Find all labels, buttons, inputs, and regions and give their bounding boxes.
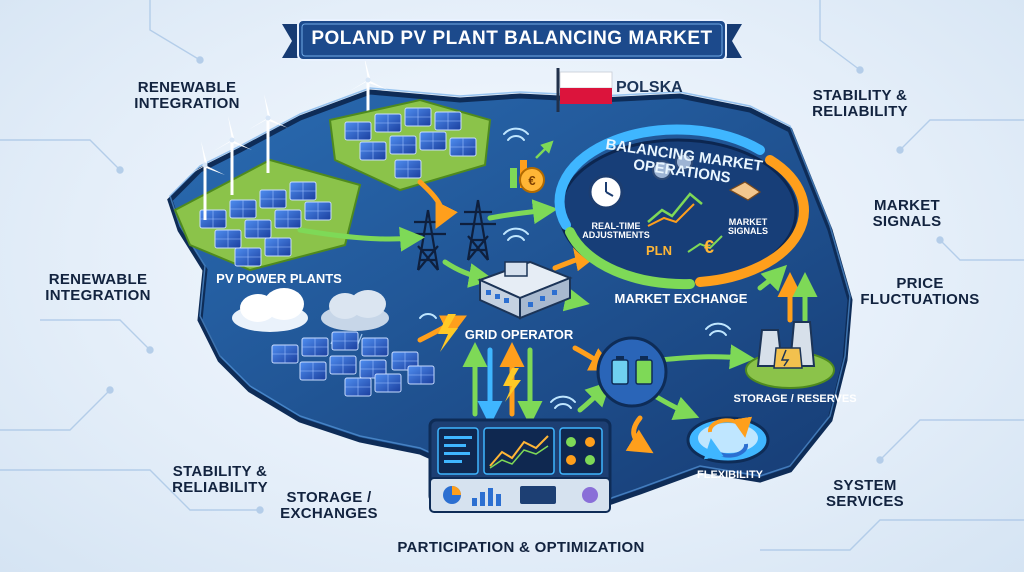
label-storage-reserves: STORAGE / RESERVES — [733, 393, 857, 405]
svg-text:€: € — [528, 173, 535, 188]
grid-operator-building — [477, 260, 573, 320]
label-participation-optimization: PARTICIPATION & OPTIMIZATION — [397, 539, 645, 556]
country-label: POLSKA — [616, 79, 683, 96]
label-flexibility: FLEXIBILITY — [697, 469, 763, 481]
label-price-fluctuations: PRICE FLUCTUATIONS — [860, 275, 980, 308]
page-title: POLAND PV PLANT BALANCING MARKET — [311, 28, 713, 49]
participation-dashboard — [428, 418, 612, 513]
label-market-signals: MARKET SIGNALS — [872, 197, 942, 230]
label-stability-reliability-right: STABILITY & RELIABILITY — [812, 87, 908, 120]
title-banner: POLAND PV PLANT BALANCING MARKET — [300, 22, 724, 56]
euro-coin: € — [510, 140, 554, 193]
title-banner-bg — [282, 19, 742, 61]
balancing-market-ring — [554, 124, 809, 290]
label-market-exchange: MARKET EXCHANGE — [614, 291, 748, 306]
storage-reserves-plant — [745, 321, 835, 389]
poland-flag — [556, 68, 613, 112]
label-market-signals-inner: MARKET SIGNALS — [727, 217, 768, 237]
lightning-bolt-center — [503, 368, 521, 402]
label-storage-exchanges: STORAGE / EXCHANGES — [280, 489, 378, 522]
label-renewable-integration-top: RENEWABLE INTEGRATION — [134, 79, 240, 112]
label-pv-power-plants: PV POWER PLANTS — [216, 271, 342, 286]
label-renewable-integration-left: RENEWABLE INTEGRATION — [45, 271, 151, 304]
circuit-lines — [0, 0, 1024, 551]
label-pln: PLN — [646, 243, 672, 258]
clouds — [232, 288, 389, 345]
flexibility-icon — [686, 416, 770, 464]
lightning-bolt-grid — [438, 314, 458, 352]
label-euro: € — [704, 237, 715, 257]
label-stability-reliability-left: STABILITY & RELIABILITY — [172, 463, 268, 496]
signal-icons — [419, 127, 731, 409]
label-real-time-adjustments: REAL-TIME ADJUSTMENTS — [582, 221, 650, 241]
label-system-services: SYSTEM SERVICES — [826, 477, 904, 510]
battery-storage — [596, 336, 668, 408]
label-grid-operator: GRID OPERATOR — [464, 327, 574, 342]
